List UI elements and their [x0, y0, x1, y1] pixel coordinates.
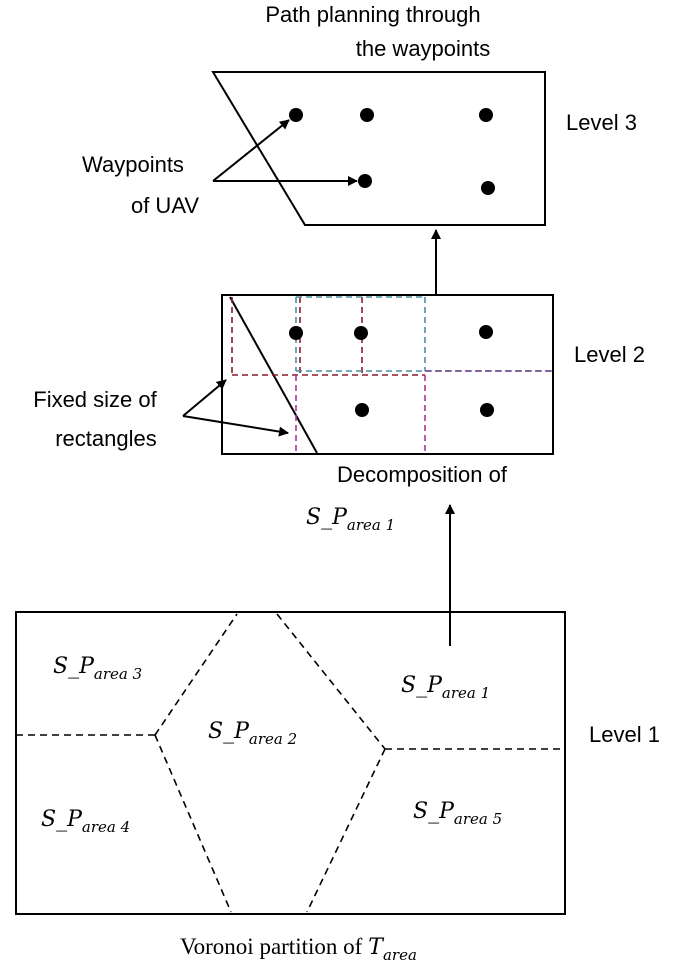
rectangles-arrow-lower	[182, 415, 289, 437]
rectangles-label-line1: Fixed size of	[33, 387, 157, 412]
waypoints-label-line2: of UAV	[131, 193, 199, 218]
level3-label: Level 3	[566, 110, 637, 135]
cell-dot	[480, 403, 494, 417]
waypoint-dot	[479, 108, 493, 122]
level3-title-line2: the waypoints	[356, 36, 491, 61]
cell-dot	[479, 325, 493, 339]
cell-dot	[355, 403, 369, 417]
voronoi-edge	[154, 613, 238, 736]
level1-frame	[15, 611, 566, 915]
region-area-1: S_Parea 1	[401, 673, 490, 702]
region-area-4: S_Parea 4	[41, 807, 130, 836]
rectangles-label-line2: rectangles	[55, 426, 157, 451]
voronoi-edge	[276, 613, 386, 750]
level2-label: Level 2	[574, 342, 645, 367]
region-area-5: S_Parea 5	[413, 799, 502, 828]
waypoints-arrow-upper	[212, 119, 290, 182]
region-area-2: S_Parea 2	[208, 719, 297, 748]
level1-label: Level 1	[589, 722, 660, 747]
voronoi-edges	[16, 613, 565, 913]
waypoint-dot	[360, 108, 374, 122]
cell-dot	[354, 326, 368, 340]
waypoints-label-line1: Waypoints	[82, 152, 184, 177]
voronoi-edge	[154, 734, 232, 913]
level3-title-line1: Path planning through	[265, 2, 480, 27]
rectangles-arrow-upper	[182, 379, 227, 417]
decomposition-area: S_Parea 1	[306, 505, 395, 534]
voronoi-edge	[306, 748, 386, 913]
level2-grid	[231, 296, 553, 453]
level2-frame	[221, 294, 554, 455]
waypoint-dot	[358, 174, 372, 188]
region-area-3: S_Parea 3	[53, 654, 142, 683]
cell-dot	[289, 326, 303, 340]
waypoint-dot	[481, 181, 495, 195]
waypoint-dot	[289, 108, 303, 122]
decomposition-label: Decomposition of	[337, 462, 508, 487]
level3-region-shape	[211, 71, 546, 226]
